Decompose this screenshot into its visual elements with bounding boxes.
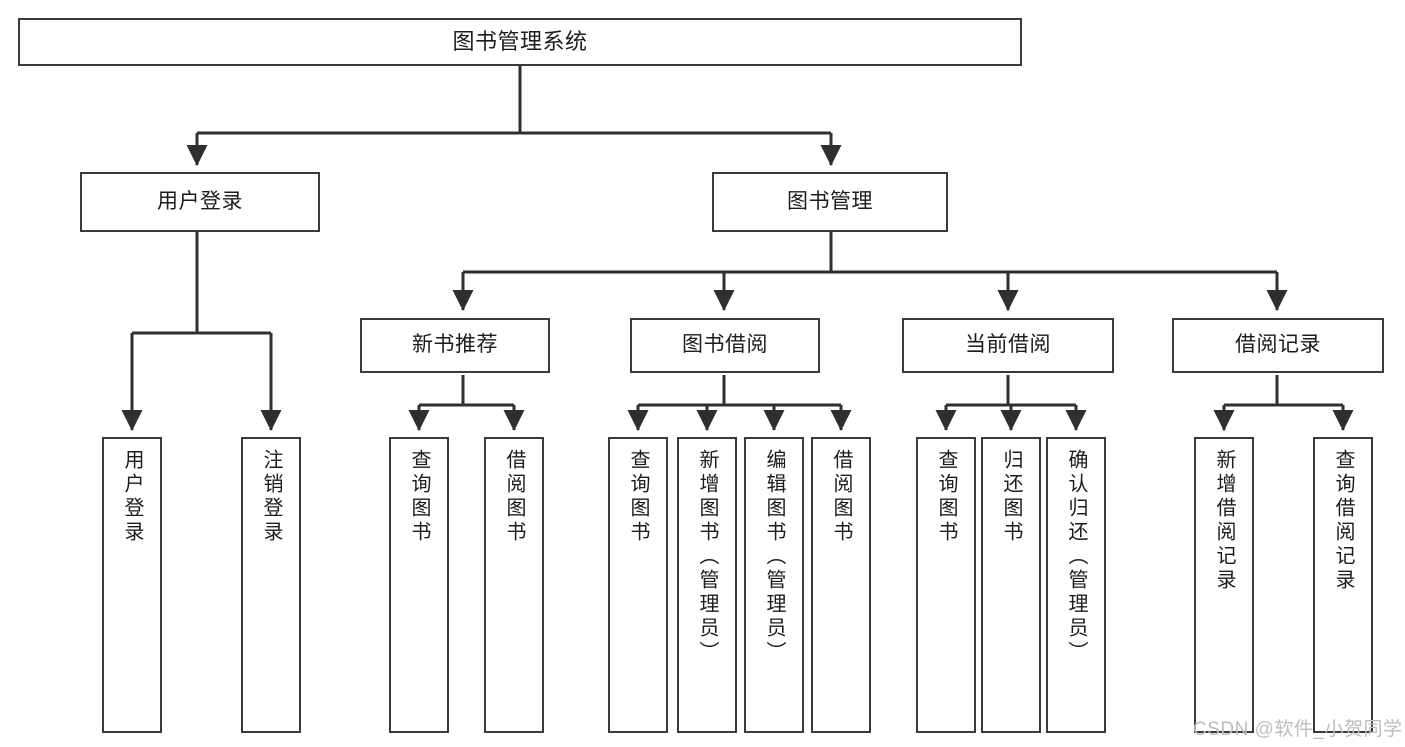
leaf-new-book-query-book[interactable]: 查询图书 bbox=[389, 437, 449, 733]
node-borrow-record[interactable]: 借阅记录 bbox=[1172, 318, 1384, 373]
node-book-management[interactable]: 图书管理 bbox=[712, 172, 948, 232]
node-label: 注销登录 bbox=[260, 449, 282, 545]
leaf-borrow-record-add-record[interactable]: 新增借阅记录 bbox=[1194, 437, 1254, 733]
node-label: 查询图书 bbox=[935, 449, 957, 545]
node-new-book-recommend[interactable]: 新书推荐 bbox=[360, 318, 550, 373]
node-label: 确认归还（管理员） bbox=[1065, 449, 1087, 665]
leaf-user-login-logout[interactable]: 注销登录 bbox=[241, 437, 301, 733]
node-label: 查询图书 bbox=[627, 449, 649, 545]
leaf-new-book-borrow-book[interactable]: 借阅图书 bbox=[484, 437, 544, 733]
leaf-book-borrow-query-book[interactable]: 查询图书 bbox=[608, 437, 668, 733]
leaf-current-borrow-return-book[interactable]: 归还图书 bbox=[981, 437, 1041, 733]
leaf-current-borrow-confirm-return-admin[interactable]: 确认归还（管理员） bbox=[1046, 437, 1106, 733]
leaf-user-login-login[interactable]: 用户登录 bbox=[102, 437, 162, 733]
node-label: 借阅图书 bbox=[830, 449, 852, 545]
node-label: 新书推荐 bbox=[412, 333, 498, 357]
node-label: 当前借阅 bbox=[965, 333, 1051, 357]
leaf-book-borrow-edit-book-admin[interactable]: 编辑图书（管理员） bbox=[744, 437, 804, 733]
leaf-book-borrow-borrow-book[interactable]: 借阅图书 bbox=[811, 437, 871, 733]
csdn-watermark: CSDN @软件_小贺同学 bbox=[1193, 719, 1403, 740]
node-label: 查询借阅记录 bbox=[1332, 449, 1354, 593]
node-label: 借阅记录 bbox=[1235, 333, 1321, 357]
leaf-current-borrow-query-book[interactable]: 查询图书 bbox=[916, 437, 976, 733]
node-label: 用户登录 bbox=[121, 449, 143, 545]
node-label: 用户登录 bbox=[157, 189, 243, 213]
node-label: 借阅图书 bbox=[503, 449, 525, 545]
node-label: 图书借阅 bbox=[682, 333, 768, 357]
node-current-borrow[interactable]: 当前借阅 bbox=[902, 318, 1114, 373]
node-label: 编辑图书（管理员） bbox=[763, 449, 785, 665]
node-label: 图书管理系统 bbox=[452, 29, 588, 55]
node-label: 新增借阅记录 bbox=[1213, 449, 1235, 593]
node-label: 查询图书 bbox=[408, 449, 430, 545]
node-user-login[interactable]: 用户登录 bbox=[80, 172, 320, 232]
node-book-borrow[interactable]: 图书借阅 bbox=[630, 318, 820, 373]
leaf-borrow-record-query-record[interactable]: 查询借阅记录 bbox=[1313, 437, 1373, 733]
node-label: 新增图书（管理员） bbox=[696, 449, 718, 665]
node-root-book-management-system[interactable]: 图书管理系统 bbox=[18, 18, 1022, 66]
leaf-book-borrow-add-book-admin[interactable]: 新增图书（管理员） bbox=[677, 437, 737, 733]
node-label: 图书管理 bbox=[787, 189, 873, 213]
node-label: 归还图书 bbox=[1000, 449, 1022, 545]
